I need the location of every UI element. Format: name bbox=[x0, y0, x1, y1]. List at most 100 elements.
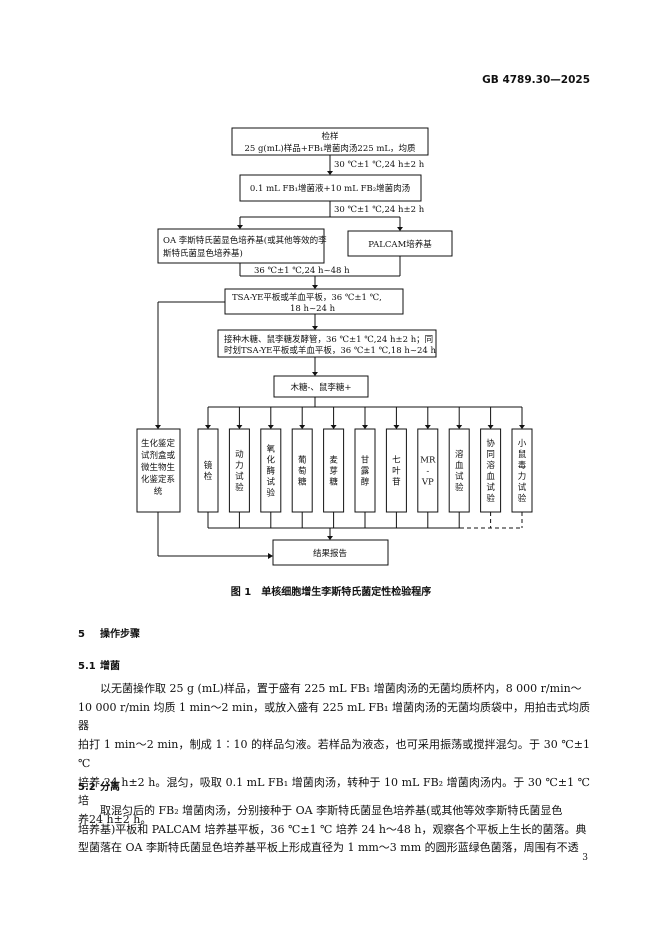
ferment-line-2: 时划TSA-YE平板或羊血平板，36 ℃±1 ℃,18 h~24 h bbox=[224, 345, 436, 356]
sample-desc: 25 g(mL)样品+FB₁增菌肉汤225 mL，均质 bbox=[244, 143, 416, 154]
cond-1: 30 ℃±1 ℃,24 h±2 h bbox=[334, 160, 425, 170]
cond-3: 36 ℃±1 ℃,24 h~48 h bbox=[254, 266, 350, 276]
section-number: 5.2 bbox=[78, 782, 96, 793]
palcam-text: PALCAM培养基 bbox=[368, 239, 432, 250]
test-label-char: 毒 bbox=[518, 460, 527, 471]
test-label-char: 七 bbox=[392, 456, 401, 466]
test-label-char: 甘 bbox=[361, 455, 370, 466]
test-label-char: 验 bbox=[518, 493, 527, 504]
test-label-char: 试 bbox=[486, 482, 495, 493]
biochem-line: 生化鉴定 bbox=[141, 438, 176, 449]
test-label-char: 试 bbox=[235, 471, 244, 482]
figure-caption: 图 1 单核细胞增生李斯特氏菌定性检验程序 bbox=[230, 587, 432, 598]
test-box bbox=[260, 428, 282, 513]
sugar-box bbox=[273, 375, 369, 398]
paragraph-line: 养24 h±2 h。 bbox=[78, 812, 152, 826]
test-label-char: 萄 bbox=[298, 466, 307, 477]
paragraph-line: 拍打 1 min～2 min，制成 1∶10 的样品匀液。若样品为液态，也可采用… bbox=[78, 738, 590, 770]
test-label-char: 糖 bbox=[329, 477, 338, 488]
test-label-char: 试 bbox=[518, 482, 527, 493]
test-label-char: 验 bbox=[486, 493, 495, 504]
test-label-char: 协 bbox=[486, 438, 495, 449]
paragraph-line: 取混匀后的 FB₂ 增菌肉汤，分别接种于 OA 李斯特氏菌显色培养基(或其他等效… bbox=[100, 804, 563, 817]
biochem-line: 统 bbox=[154, 486, 163, 497]
cond-2: 30 ℃±1 ℃,24 h±2 h bbox=[334, 205, 425, 215]
sample-box bbox=[231, 127, 429, 156]
tsa-box bbox=[224, 288, 404, 315]
test-label-char: 葡 bbox=[298, 455, 307, 466]
test-label-char: 验 bbox=[455, 482, 464, 493]
report-box bbox=[272, 539, 389, 566]
section-number: 5.1 bbox=[78, 661, 96, 672]
test-label-char: 醇 bbox=[361, 477, 370, 488]
test-box bbox=[197, 428, 219, 513]
paragraph-line: 型菌落在 OA 李斯特氏菌显色培养基平板上形成直径为 1 mm～3 mm 的圆形… bbox=[78, 841, 579, 855]
test-label-char: 镜 bbox=[204, 460, 213, 471]
test-label-char: 糖 bbox=[298, 477, 307, 488]
test-label-char: 溶 bbox=[486, 460, 495, 471]
test-label-char: MR bbox=[420, 456, 436, 466]
section-5-2-heading: 5.2 分离 bbox=[78, 778, 120, 793]
test-box bbox=[291, 428, 313, 513]
test-label-char: 血 bbox=[486, 471, 495, 482]
test-box bbox=[448, 428, 470, 513]
section-5-1-heading: 5.1 增菌 bbox=[78, 657, 120, 672]
palcam-box bbox=[347, 230, 453, 257]
test-label-char: 露 bbox=[361, 467, 370, 477]
test-label-char: 检 bbox=[204, 471, 213, 482]
test-box bbox=[511, 428, 533, 513]
test-label-char: 验 bbox=[267, 488, 276, 499]
test-box bbox=[323, 428, 345, 513]
test-label-char: 氧 bbox=[267, 444, 276, 455]
test-label-char: 力 bbox=[518, 471, 527, 482]
paragraph-line: 10 000 r/min 均质 1 min～2 min，或放入盛有 225 mL… bbox=[78, 700, 590, 733]
section-title: 分离 bbox=[100, 782, 120, 793]
tsa-line-2: 18 h~24 h bbox=[290, 304, 336, 314]
paragraph-line: 以无菌操作取 25 g (mL)样品，置于盛有 225 mL FB₁ 增菌肉汤的… bbox=[100, 682, 582, 695]
enrich2-text: 0.1 mL FB₁增菌液+10 mL FB₂增菌肉汤 bbox=[250, 183, 410, 194]
enrich2-box bbox=[239, 174, 422, 202]
test-label-char: 叶 bbox=[392, 467, 401, 477]
sample-title: 检样 bbox=[321, 131, 339, 142]
sugar-text: 木糖-、鼠李糖+ bbox=[291, 382, 352, 393]
test-box bbox=[354, 428, 376, 513]
section-5-1-paragraph: 以无菌操作取 25 g (mL)样品，置于盛有 225 mL FB₁ 增菌肉汤的… bbox=[78, 680, 590, 830]
test-box bbox=[480, 428, 502, 513]
test-box bbox=[228, 428, 250, 513]
ferment-box bbox=[217, 329, 437, 358]
section-5-2-paragraph: 取混匀后的 FB₂ 增菌肉汤，分别接种于 OA 李斯特氏菌显色培养基(或其他等效… bbox=[78, 802, 590, 858]
test-label-char: 小 bbox=[518, 438, 527, 449]
biochem-line: 试剂盒或 bbox=[141, 450, 176, 461]
section-number: 5 bbox=[78, 629, 85, 640]
test-label-char: 同 bbox=[486, 450, 495, 460]
paragraph-line: 培养基)平板和 PALCAM 培养基平板，36 ℃±1 ℃ 培养 24 h～48… bbox=[78, 822, 587, 836]
test-label-char: 试 bbox=[267, 477, 276, 488]
flowchart: 检样 25 g(mL)样品+FB₁增菌肉汤225 mL，均质 30 ℃±1 ℃,… bbox=[136, 127, 533, 566]
test-label-char: - bbox=[426, 467, 429, 477]
test-label-char: 力 bbox=[235, 460, 244, 471]
test-label-char: 麦 bbox=[329, 455, 338, 466]
section-5-heading: 5 操作步骤 bbox=[78, 625, 140, 640]
section-title: 增菌 bbox=[100, 661, 120, 672]
biochem-box bbox=[136, 428, 181, 513]
oa-line-2: 斯特氏菌显色培养基) bbox=[163, 248, 243, 259]
oa-box bbox=[157, 228, 325, 264]
section-title: 操作步骤 bbox=[100, 629, 140, 640]
test-label-char: 酶 bbox=[267, 466, 276, 477]
test-label-char: 苷 bbox=[392, 477, 401, 488]
test-label-char: 动 bbox=[235, 449, 244, 460]
test-box bbox=[385, 428, 407, 513]
test-label-char: 鼠 bbox=[518, 449, 527, 460]
ferment-line-1: 接种木糖、鼠李糖发酵管，36 ℃±1 ℃,24 h±2 h；同 bbox=[224, 334, 433, 345]
biochem-line: 化鉴定系 bbox=[141, 474, 175, 485]
test-label-char: 验 bbox=[235, 482, 244, 493]
paragraph-line: 培养 24 h±2 h。混匀，吸取 0.1 mL FB₁ 增菌肉汤，转种于 10… bbox=[78, 775, 590, 808]
test-label-char: 化 bbox=[267, 455, 276, 466]
biochem-line: 微生物生 bbox=[141, 462, 176, 473]
report-text: 结果报告 bbox=[313, 548, 347, 559]
oa-line-1: OA 李斯特氏菌显色培养基(或其他等效的李 bbox=[163, 235, 327, 246]
test-label-char: 血 bbox=[455, 460, 464, 471]
test-label-char: 溶 bbox=[455, 449, 464, 460]
test-label-char: 试 bbox=[455, 471, 464, 482]
